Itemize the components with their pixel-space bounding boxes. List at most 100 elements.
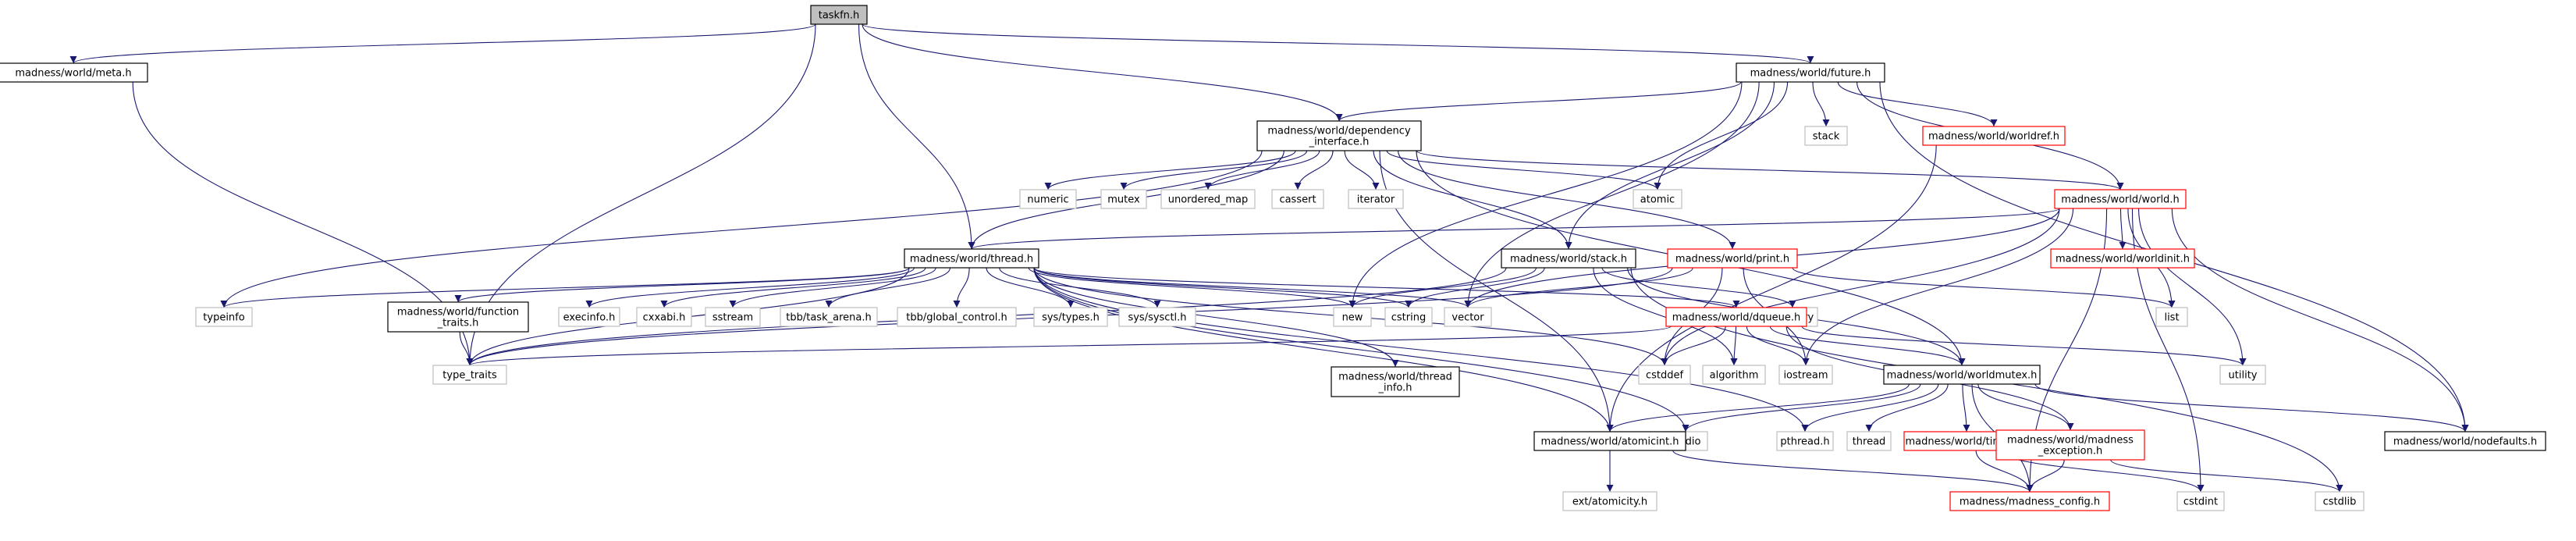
- node-box: [1776, 431, 1834, 451]
- node-box: [1995, 429, 2145, 461]
- node-label: madness/world/function_traits.h: [397, 307, 519, 329]
- node-cassert: cassert: [1271, 189, 1324, 209]
- edge-dqueue-to-algorithm: [1730, 326, 1738, 366]
- edge-taskfn-to-depint: [862, 23, 1343, 122]
- node-new: new: [1333, 307, 1372, 327]
- node-label: type_traits: [442, 370, 497, 382]
- node-box: [897, 307, 1017, 327]
- node-label: sys/types.h: [1042, 312, 1100, 324]
- node-worldmutex[interactable]: madness/world/worldmutex.h: [1883, 365, 2041, 385]
- node-box: [1384, 307, 1433, 327]
- node-label: madness/world/stack.h: [1510, 254, 1627, 265]
- edge-depint-to-cassert: [1294, 150, 1334, 190]
- node-box: [1501, 248, 1636, 269]
- node-box: [558, 307, 620, 327]
- node-box: [2050, 248, 2195, 269]
- node-nodefaults[interactable]: madness/world/nodefaults.h: [2384, 431, 2546, 451]
- edge-world-to-cstddef: [1661, 208, 2060, 366]
- node-cstdint: cstdint: [2176, 491, 2225, 511]
- node-iostream: iostream: [1778, 365, 1833, 385]
- edge-world-to-nodefaults: [2171, 208, 2469, 432]
- node-label: cassert: [1279, 194, 1316, 206]
- node-label: stack: [1813, 131, 1840, 143]
- node-label: algorithm: [1710, 370, 1759, 382]
- node-atomic: atomic: [1633, 189, 1682, 209]
- node-tbbarena: tbb/task_arena.h: [780, 307, 878, 327]
- node-box: [1160, 189, 1256, 209]
- node-pthread: pthread.h: [1776, 431, 1834, 451]
- node-box: [705, 307, 761, 327]
- edge-worldmutex-to-pthread: [1801, 383, 1939, 432]
- node-box: [1100, 189, 1147, 209]
- node-box: [2155, 307, 2188, 327]
- node-future[interactable]: madness/world/future.h: [1736, 62, 1885, 83]
- node-sstream: sstream: [705, 307, 761, 327]
- edge-taskfn-to-thread: [858, 23, 975, 250]
- node-box: [1444, 307, 1492, 327]
- node-label: iostream: [1783, 370, 1828, 382]
- edge-mexc-to-mconfig: [2026, 459, 2065, 493]
- node-label: madness/world/world.h: [2061, 194, 2179, 206]
- edge-world-to-thread: [968, 208, 2060, 250]
- edge-thread-to-systypes: [986, 267, 1075, 308]
- node-stack: stack: [1804, 126, 1848, 146]
- edge-dqueue-to-utility: [1801, 326, 2247, 366]
- node-execinfo: execinfo.h: [558, 307, 620, 327]
- node-world[interactable]: madness/world/world.h: [2054, 189, 2187, 209]
- node-box: [1333, 307, 1372, 327]
- edge-thread-to-typeinfo: [220, 267, 910, 308]
- node-print[interactable]: madness/world/print.h: [1667, 248, 1798, 269]
- node-worldref[interactable]: madness/world/worldref.h: [1922, 126, 2066, 146]
- node-box: [1949, 491, 2110, 511]
- node-label: madness/world/nodefaults.h: [2393, 436, 2537, 448]
- node-functraits[interactable]: madness/world/function_traits.h: [387, 301, 529, 333]
- edge-thread-to-cstring: [1033, 267, 1412, 308]
- edge-print-to-list: [1792, 267, 2176, 308]
- node-box: [904, 248, 1039, 269]
- node-label: madness/world/worldinit.h: [2055, 254, 2190, 265]
- edge-thread-to-tbbarena: [825, 267, 951, 308]
- edge-future-to-vector: [1464, 81, 1760, 308]
- node-syssysctl: sys/sysctl.h: [1118, 307, 1196, 327]
- edge-depint-to-wstack: [1373, 150, 1572, 250]
- edge-worldmutex-to-threadx: [1865, 383, 1949, 432]
- node-meta[interactable]: madness/world/meta.h: [0, 62, 148, 83]
- node-label: mutex: [1107, 194, 1140, 206]
- edge-wstack-to-memory: [1601, 267, 1796, 308]
- node-box: [1348, 189, 1404, 209]
- node-umap: unordered_map: [1160, 189, 1256, 209]
- node-label: cstring: [1391, 312, 1426, 324]
- edge-worldref-to-atomicint: [1606, 144, 1937, 432]
- edge-future-to-atomic: [1654, 81, 1789, 190]
- edge-taskfn-to-future: [862, 23, 1814, 64]
- edge-taskfn-to-meta: [69, 23, 816, 64]
- node-wstack[interactable]: madness/world/stack.h: [1501, 248, 1636, 269]
- edge-thread-to-pthread: [1033, 267, 1809, 432]
- node-thread[interactable]: madness/world/thread.h: [904, 248, 1039, 269]
- node-box: [1736, 62, 1885, 83]
- node-mexc[interactable]: madness/world/madness_exception.h: [1995, 429, 2145, 461]
- node-iterator: iterator: [1348, 189, 1404, 209]
- node-taskfn[interactable]: taskfn.h: [810, 5, 868, 25]
- node-depint[interactable]: madness/world/dependency_interface.h: [1256, 120, 1422, 151]
- node-label: tbb/task_arena.h: [786, 312, 871, 324]
- node-label: cstdint: [2183, 497, 2218, 508]
- node-threadinfo[interactable]: madness/world/thread_info.h: [1331, 366, 1460, 397]
- node-label: typeinfo: [203, 312, 244, 324]
- node-atomicint[interactable]: madness/world/atomicint.h: [1533, 431, 1686, 451]
- edge-future-to-wstack: [1565, 81, 1775, 250]
- node-extatom: ext/atomicity.h: [1562, 491, 1658, 511]
- node-box: [1033, 307, 1108, 327]
- node-typeinfo: typeinfo: [195, 307, 253, 327]
- node-label: ext/atomicity.h: [1572, 497, 1647, 508]
- node-box: [1118, 307, 1196, 327]
- node-worldinit[interactable]: madness/world/worldinit.h: [2050, 248, 2195, 269]
- node-dqueue[interactable]: madness/world/dqueue.h: [1665, 307, 1807, 327]
- node-mconfig[interactable]: madness/madness_config.h: [1949, 491, 2110, 511]
- node-numeric: numeric: [1019, 189, 1077, 209]
- node-list: list: [2155, 307, 2188, 327]
- edge-thread-to-cxxabi: [660, 267, 926, 308]
- node-label: tbb/global_control.h: [906, 312, 1007, 324]
- node-label: madness/world/future.h: [1750, 68, 1871, 80]
